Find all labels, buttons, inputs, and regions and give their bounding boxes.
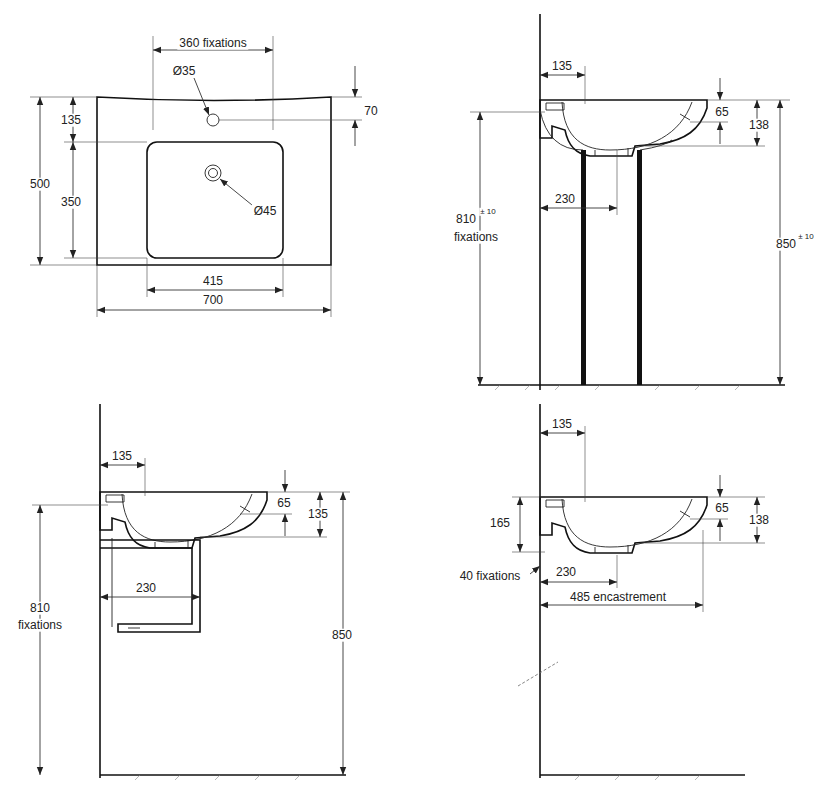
dimension-label: 350 (59, 196, 83, 209)
drawing-line (720, 475, 721, 497)
dimension-label: ± 10 (479, 208, 497, 216)
drawing-line (495, 385, 740, 390)
drawing-line (100, 597, 200, 598)
dimension-label: 485 encastrement (568, 591, 668, 604)
dimension-label: 135 (306, 508, 330, 521)
drawing-line (617, 150, 618, 215)
dimension-label: 135 (110, 450, 134, 463)
dimension-label: 135 (550, 418, 574, 431)
dimension-label: 850 (330, 629, 354, 642)
drawing-line (100, 540, 200, 632)
dimension-label: Ø35 (171, 65, 198, 78)
drawing-line (720, 519, 721, 541)
dimension-label: Ø45 (252, 205, 279, 218)
dimension-label: fixations (16, 619, 64, 632)
dimension-label: 165 (488, 517, 512, 530)
dimension-label: 65 (713, 502, 730, 515)
drawing-line (640, 100, 790, 146)
dimension-label: 138 (747, 514, 771, 527)
drawing-line (219, 97, 362, 120)
drawing-line (355, 66, 356, 97)
dimension-label: 700 (201, 294, 225, 307)
drawing-line (575, 775, 700, 780)
bracket-side-view (32, 404, 350, 778)
drawing-line (285, 470, 286, 492)
drawing-line (40, 505, 41, 775)
dimension-label: 810 (28, 602, 52, 615)
dimension-label: 65 (713, 106, 730, 119)
drawing-line (540, 605, 703, 606)
dimension-label: 135 (550, 60, 574, 73)
dimension-label: ± 10 (797, 233, 815, 241)
drawing-line (637, 150, 642, 385)
dimension-label: 500 (28, 178, 52, 191)
dimension-label: 850 (774, 238, 798, 251)
drawing-line (581, 150, 586, 385)
drawing-line (285, 514, 286, 536)
drawing-line (97, 258, 331, 317)
dimension-label: 70 (362, 105, 379, 118)
drawing-line (194, 78, 209, 115)
dimension-label: 360 fixations (177, 37, 248, 50)
drawing-line (530, 566, 540, 574)
drawing-line (520, 497, 521, 552)
dimension-label: 135 (59, 114, 83, 127)
drawing-line (512, 497, 545, 552)
drawing-line (478, 384, 785, 386)
dimension-label: 40 fixations (458, 570, 523, 583)
drawing-line (207, 114, 219, 126)
floor-hatch (135, 385, 740, 780)
drawing-line (145, 458, 146, 496)
drawing-line (539, 404, 541, 778)
drawing-line (205, 165, 221, 181)
dimension-label: 138 (747, 119, 771, 132)
drawing-line (540, 75, 585, 76)
drawing-line (220, 179, 252, 205)
drawing-line (720, 122, 721, 144)
dimension-label: 230 (134, 582, 158, 595)
drawing-line (470, 112, 545, 113)
drawing-line (518, 662, 558, 686)
drawing-line (540, 100, 707, 156)
dimension-label: 810 (454, 213, 478, 226)
pedestal-side-view (470, 14, 790, 390)
plan-view (30, 36, 362, 317)
drawing-line (135, 775, 300, 780)
drawing-line (720, 78, 721, 100)
drawing-line (97, 310, 331, 311)
drawing-line (540, 774, 745, 776)
drawing-line (32, 505, 108, 506)
drawing-line (540, 208, 617, 209)
drawing-line (97, 97, 331, 265)
drawing-line (100, 465, 145, 466)
drawing-line (585, 66, 586, 104)
drawing-line (540, 433, 585, 434)
drawing-line (200, 492, 350, 537)
drawing-line (540, 497, 707, 553)
drawing-line (539, 14, 541, 390)
drawing-line (480, 112, 481, 385)
drawing-line (147, 290, 283, 291)
dimension-label: 230 (554, 566, 578, 579)
drawing-line (540, 110, 672, 150)
drawing-line (99, 404, 101, 778)
dimension-label: 65 (275, 497, 292, 510)
dimension-label: 415 (201, 275, 225, 288)
drawing-line (585, 426, 586, 502)
drawing-line (153, 36, 273, 130)
dimension-label: fixations (452, 231, 500, 244)
dimension-label: 230 (553, 193, 577, 206)
drawing-line (100, 774, 346, 776)
drawing-line (540, 582, 617, 583)
drawing-line (209, 169, 218, 178)
drawing-line (147, 142, 283, 258)
built-in-side-view (512, 404, 765, 778)
drawing-line (355, 120, 356, 146)
drawing-line (153, 50, 273, 51)
